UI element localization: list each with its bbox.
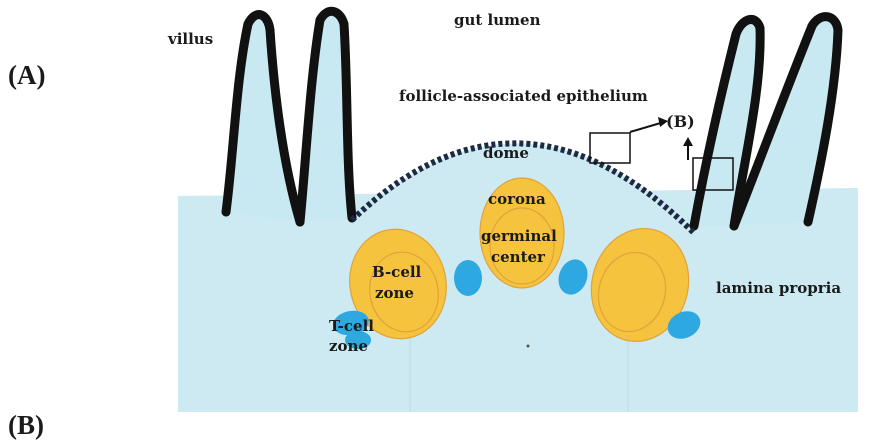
label-gut-lumen: gut lumen	[454, 11, 541, 29]
label-germinal: germinal	[481, 227, 557, 245]
label-villus: villus	[167, 30, 213, 48]
label-tcell: T-cell	[329, 317, 374, 335]
inset-box-dome	[590, 133, 630, 163]
label-dome: dome	[483, 144, 529, 162]
arrow-to-b-right	[630, 122, 664, 132]
label-lamina-propria: lamina propria	[716, 279, 841, 297]
panel-label-b: (B)	[8, 410, 44, 440]
villus-left-outer	[226, 15, 300, 222]
tcell-zone	[454, 260, 482, 296]
villus-left-inner	[300, 11, 352, 222]
label-tcell-zone: zone	[329, 337, 368, 355]
label-bcell-zone: zone	[375, 284, 414, 302]
arrow-head-up-icon	[683, 137, 693, 146]
tissue-speck	[527, 345, 530, 348]
label-bcell: B-cell	[372, 263, 422, 281]
label-inset-b: (B)	[666, 112, 695, 131]
label-corona: corona	[488, 190, 546, 208]
panel-label-a: (A)	[8, 60, 45, 90]
label-follicle-associated-epithelium: follicle-associated epithelium	[399, 87, 648, 105]
label-center: center	[491, 248, 546, 266]
